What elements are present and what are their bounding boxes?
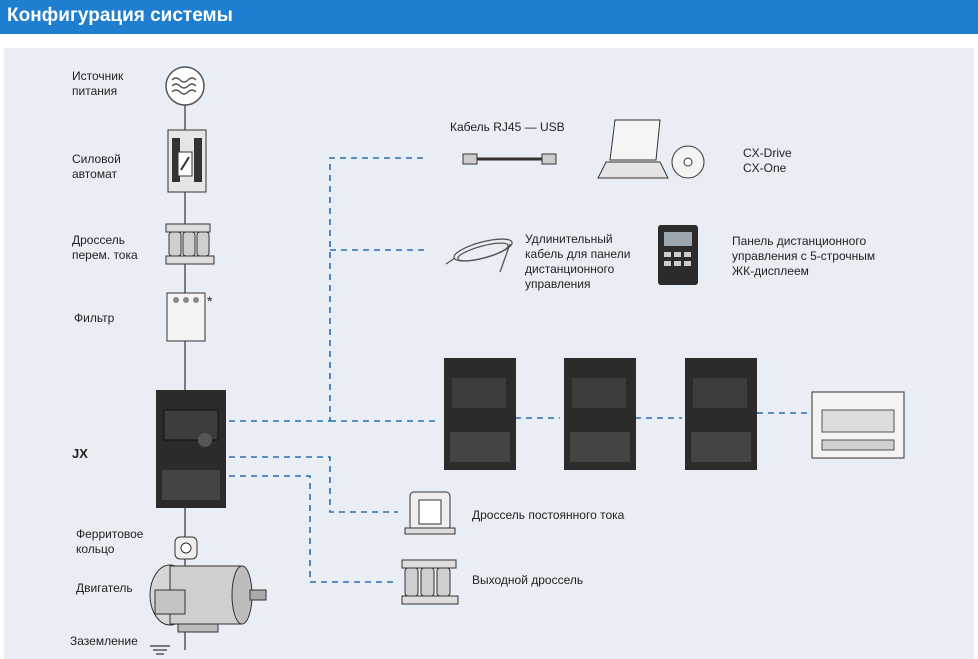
diagram-panel: [4, 48, 974, 659]
extension-cable-icon: [445, 238, 513, 273]
cd-icon: [671, 145, 705, 179]
label-filter-note: *: [207, 293, 213, 309]
ground-icon: [150, 645, 170, 655]
label-ferrite: Ферритовое кольцо: [76, 527, 144, 556]
label-dc-reactor: Дроссель постоянного тока: [472, 508, 625, 522]
label-filter: Фильтр: [74, 311, 115, 325]
laptop-icon: [597, 119, 669, 179]
connection-to-dc-reactor: [229, 456, 398, 513]
page-title: Конфигурация системы: [7, 5, 233, 26]
label-software: CX-Drive CX-One: [743, 146, 792, 175]
title-bar: Конфигурация системы: [0, 0, 978, 34]
power-source-icon: [165, 66, 205, 106]
breaker-icon: [167, 129, 207, 193]
connection-to-output-reactor: [229, 475, 398, 583]
dc-reactor-icon: [404, 491, 456, 535]
label-output-reactor: Выходной дроссель: [472, 573, 584, 587]
output-reactor-icon: [401, 559, 459, 605]
jx-drive-icon: [156, 390, 226, 508]
label-ac-reactor: Дроссель перем. тока: [72, 233, 138, 262]
ferrite-ring-icon: [174, 536, 198, 560]
label-motor: Двигатель: [76, 581, 133, 595]
label-usb-cable: Кабель RJ45 — USB: [450, 120, 565, 134]
label-breaker: Силовой автомат: [72, 152, 121, 181]
remote-panel-icon: [658, 225, 698, 285]
motor-icon: [149, 564, 267, 633]
label-extension-cable: Удлинительный кабель для панели дистанци…: [525, 232, 631, 291]
drive-2-icon: [564, 358, 636, 470]
label-ground: Заземление: [70, 634, 138, 648]
label-remote-panel: Панель дистанционного управления с 5-стр…: [732, 234, 876, 278]
label-jx: JX: [72, 446, 88, 461]
plc-icon: [811, 391, 905, 459]
drive-1-icon: [444, 358, 516, 470]
filter-icon: [166, 292, 206, 342]
ac-reactor-icon: [165, 223, 215, 265]
drive-3-icon: [685, 358, 757, 470]
usb-cable-icon: [462, 153, 557, 165]
dashed-connections: [229, 157, 812, 583]
connection-to-usb-cable: [229, 157, 425, 422]
label-power-source: Источник питания: [72, 69, 124, 98]
